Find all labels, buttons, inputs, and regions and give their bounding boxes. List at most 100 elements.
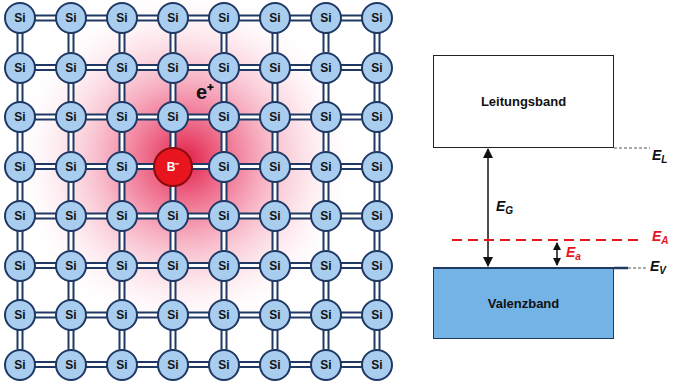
covalent-bond [137,216,158,217]
covalent-bond [188,364,209,365]
silicon-atom: Si [310,151,342,183]
bond-core [121,83,124,103]
silicon-atom: Si [55,250,87,282]
bond-core [223,231,226,251]
bond-outline [68,231,75,251]
bond-outline [137,64,158,71]
covalent-bond [137,18,158,19]
silicon-atom: Si [4,299,36,331]
bond-outline [188,262,209,269]
bond-outline [221,281,228,301]
covalent-bond [341,315,362,316]
covalent-bond [290,18,311,19]
bond-core [341,264,362,267]
bond-core [376,330,379,350]
covalent-bond [224,330,225,350]
bond-core [341,66,362,69]
bond-outline [170,132,177,148]
bond-core [121,231,124,251]
covalent-bond [377,231,378,251]
bond-core [341,215,362,218]
bond-core [290,66,311,69]
bond-outline [137,213,158,220]
bond-core [188,66,209,69]
covalent-bond [35,265,56,266]
silicon-atom: Si [157,52,189,84]
node-text: Si [269,358,280,372]
bond-core [239,165,260,168]
bond-core [376,281,379,301]
bond-core [70,281,73,301]
bond-core [86,165,107,168]
bond-core [172,330,175,350]
energy-label: EA [652,228,669,246]
bond-outline [17,231,24,251]
bond-core [341,165,362,168]
bond-core [223,330,226,350]
bond-core [121,330,124,350]
silicon-atom: Si [361,349,393,381]
silicon-atom: Si [106,250,138,282]
covalent-bond [173,33,174,53]
bond-outline [290,213,311,220]
bond-outline [290,114,311,121]
bond-core [137,363,158,366]
silicon-atom: Si [310,250,342,282]
covalent-bond [377,132,378,152]
covalent-bond [341,18,362,19]
bond-core [137,66,158,69]
node-text: Si [218,11,229,25]
bond-core [19,132,22,152]
bond-core [137,215,158,218]
conduction-band: Leitungsband [433,55,614,148]
silicon-atom: Si [310,200,342,232]
silicon-atom: Si [310,101,342,133]
silicon-atom: Si [4,151,36,183]
bond-core [70,182,73,202]
covalent-bond [341,364,362,365]
node-text: Si [320,358,331,372]
valence-edge-line [614,267,628,270]
covalent-bond [35,364,56,365]
bond-outline [17,330,24,350]
node-text: Si [116,61,127,75]
bond-outline [374,330,381,350]
bond-outline [323,231,330,251]
bond-core [223,33,226,53]
node-text: Si [218,358,229,372]
covalent-bond [275,33,276,53]
valence-edge-line [628,268,648,269]
covalent-bond [326,33,327,53]
covalent-bond [71,33,72,53]
covalent-bond [71,231,72,251]
bond-outline [323,281,330,301]
silicon-atom: Si [106,151,138,183]
bond-core [86,264,107,267]
covalent-bond [173,83,174,103]
silicon-atom: Si [361,52,393,84]
node-text: Si [116,11,127,25]
silicon-atom: Si [55,2,87,34]
conduction-edge-line [614,148,650,149]
covalent-bond [71,182,72,202]
bond-core [121,281,124,301]
covalent-bond [290,315,311,316]
bond-outline [239,114,260,121]
bond-core [19,281,22,301]
covalent-bond [71,83,72,103]
bond-outline [341,114,362,121]
silicon-atom: Si [106,349,138,381]
bond-core [86,314,107,317]
bond-outline [86,163,107,170]
node-text: Si [269,110,280,124]
covalent-bond [224,182,225,202]
bond-core [223,132,226,152]
covalent-bond [86,67,107,68]
silicon-atom: Si [106,200,138,232]
bond-outline [341,213,362,220]
bond-core [137,17,158,20]
bond-outline [188,114,209,121]
node-text: Si [65,11,76,25]
bond-core [121,182,124,202]
